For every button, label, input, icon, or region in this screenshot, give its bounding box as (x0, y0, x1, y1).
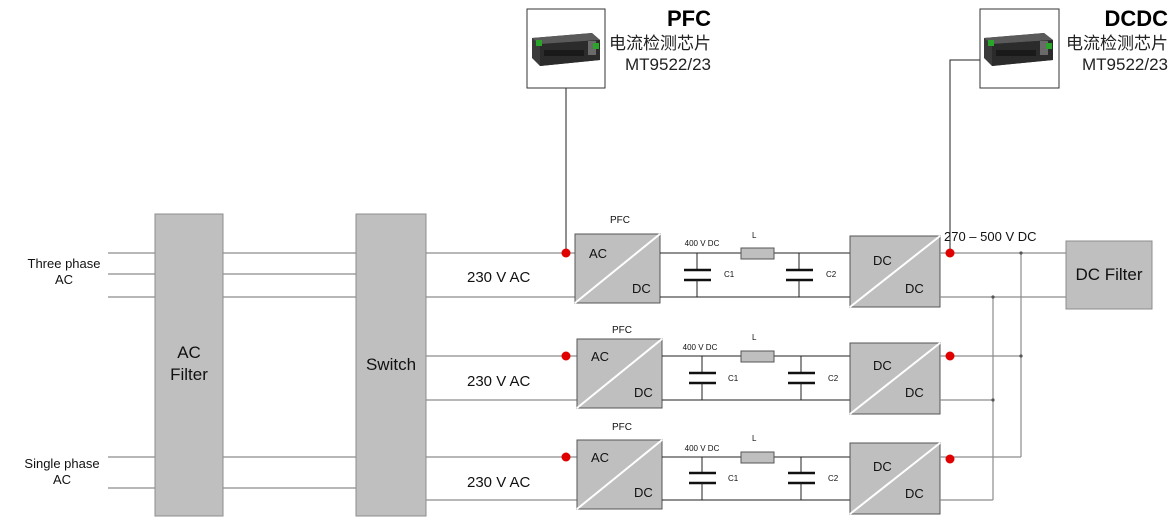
inductor (740, 247, 775, 260)
dcdc-out-label: DC (905, 486, 924, 501)
dcdc-callout-line1: 电流检测芯片 (1066, 34, 1168, 53)
sense-dot (945, 248, 955, 258)
inductor-label: L (752, 231, 757, 240)
c1-label: C1 (724, 270, 735, 279)
dcdc-in-label: DC (873, 358, 892, 373)
three-phase-label-l2: AC (55, 272, 73, 287)
c2-label: C2 (828, 474, 839, 483)
switch-pfc-wires (426, 252, 577, 501)
pfc-dc-label: DC (634, 485, 653, 500)
dcdc-in-label: DC (873, 459, 892, 474)
stage-row-1: PFC AC DC 400 V DC L C1 C2 DC DC (574, 215, 941, 308)
dcdc-callout-title: DCDC (1104, 6, 1168, 31)
dcdc-callout-leader (949, 59, 980, 253)
sense-points (561, 248, 955, 464)
inductor-label: L (752, 333, 757, 342)
dc-output-bus (940, 251, 1066, 501)
sense-dot (561, 248, 571, 258)
link-voltage-label: 400 V DC (685, 239, 720, 248)
pfc-callout-line1: 电流检测芯片 (609, 34, 711, 53)
pfc-title: PFC (612, 422, 632, 433)
input-wires (108, 252, 155, 489)
c2-label: C2 (826, 270, 837, 279)
ac-filter-label-line1: AC (177, 343, 201, 362)
dcdc-callout-line2: MT9522/23 (1082, 55, 1168, 74)
stage-row-3: PFC AC DC 400 V DC L C1 C2 DC DC (576, 422, 941, 515)
dc-bus-label: 270 – 500 V DC (944, 229, 1037, 244)
dcdc-callout: DCDC 电流检测芯片 MT9522/23 (979, 6, 1168, 89)
switch-label: Switch (366, 355, 416, 374)
three-phase-label-l1: Three phase (28, 256, 101, 271)
sense-dot (945, 454, 955, 464)
pfc-dc-label: DC (632, 281, 651, 296)
pfc-ac-label: AC (591, 450, 609, 465)
ac-filter-label-line2: Filter (170, 365, 208, 384)
link-voltage-label: 400 V DC (685, 444, 720, 453)
link-voltage-label: 400 V DC (683, 343, 718, 352)
ac-voltage-label-3: 230 V AC (467, 474, 531, 491)
inductor (740, 451, 775, 464)
pfc-ac-label: AC (591, 349, 609, 364)
inductor (740, 350, 775, 363)
pfc-callout-title: PFC (667, 6, 711, 31)
single-phase-label-l1: Single phase (24, 456, 99, 471)
ac-voltage-label-2: 230 V AC (467, 373, 531, 390)
c1-label: C1 (728, 474, 739, 483)
single-phase-label-l2: AC (53, 472, 71, 487)
c1-label: C1 (728, 374, 739, 383)
inductor-label: L (752, 434, 757, 443)
filter-switch-wires (223, 252, 356, 489)
sense-dot (561, 452, 571, 462)
stage-row-2: PFC AC DC 400 V DC L C1 C2 DC DC (576, 325, 941, 415)
pfc-callout-line2: MT9522/23 (625, 55, 711, 74)
dc-filter-block (1065, 240, 1153, 310)
switch-block (355, 213, 427, 517)
pfc-ac-label: AC (589, 246, 607, 261)
ac-voltage-label-1: 230 V AC (467, 269, 531, 286)
ac-filter-block (154, 213, 224, 517)
dcdc-in-label: DC (873, 253, 892, 268)
pfc-module-image (532, 33, 600, 66)
sense-dot (945, 351, 955, 361)
pfc-title: PFC (612, 325, 632, 336)
dc-filter-label: DC Filter (1075, 265, 1142, 284)
sense-dot (561, 351, 571, 361)
c2-label: C2 (828, 374, 839, 383)
dcdc-module-image (984, 33, 1053, 66)
dcdc-out-label: DC (905, 385, 924, 400)
pfc-title: PFC (610, 215, 630, 226)
pfc-callout: PFC 电流检测芯片 MT9522/23 (526, 6, 711, 89)
pfc-dc-label: DC (634, 385, 653, 400)
dcdc-out-label: DC (905, 281, 924, 296)
